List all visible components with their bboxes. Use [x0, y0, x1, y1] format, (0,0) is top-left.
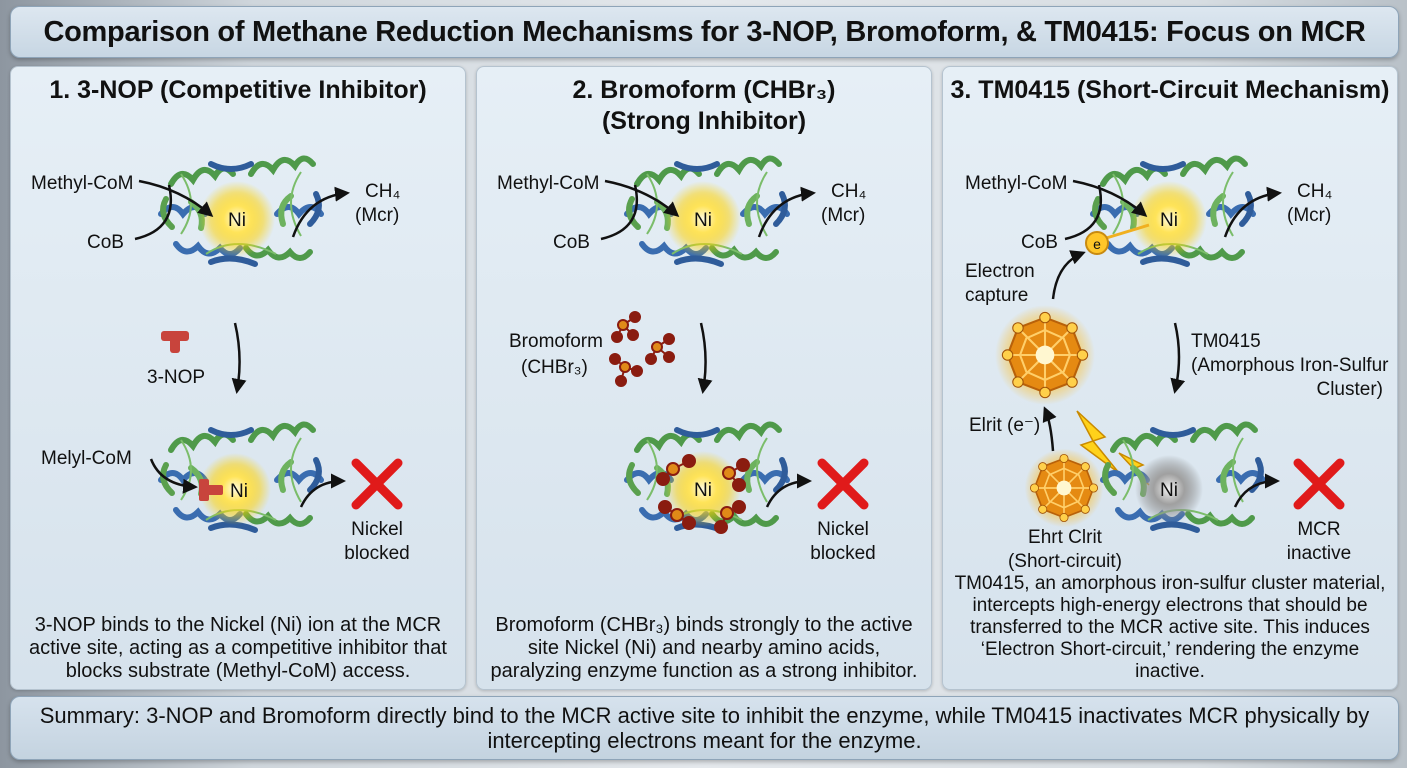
ch4-label: CH₄ [1297, 181, 1332, 202]
bromoform-label-line2: (CHBr₃) [521, 357, 588, 378]
bromoform-label-line1: Bromoform [509, 331, 603, 352]
iron-sulfur-cluster-small [1023, 447, 1105, 529]
product-arrow [291, 186, 350, 238]
cob-label: CoB [1021, 232, 1058, 253]
panel-title: 2. Bromoform (CHBr₃) (Strong Inhibitor) [477, 75, 931, 137]
blocked-label-line2: blocked [344, 543, 410, 564]
inactive-label-line1: MCR [1297, 519, 1340, 540]
ni-inactive-glow [1135, 455, 1203, 523]
ni-label-top: Ni [228, 210, 246, 231]
blocked-arrow [299, 473, 346, 508]
mcr-label: (Mcr) [1287, 205, 1331, 226]
tm-label-line1: TM0415 [1191, 331, 1261, 352]
panel-description: Bromoform (CHBr₃) binds strongly to the … [490, 614, 918, 682]
panel-3nop-diagram: Ni Methyl-CoM CoB CH₄ (Mcr) 3-NOP Ni Mel… [31, 67, 410, 564]
electron-path [1102, 223, 1150, 241]
electron-symbol: e [1093, 236, 1101, 252]
bound-bromoform-icon [656, 454, 750, 534]
panel-title-line1: 2. Bromoform (CHBr₃) [572, 76, 836, 104]
blocked-x-icon [817, 458, 869, 510]
cob-label: CoB [553, 232, 590, 253]
ni-glow-top [1131, 181, 1207, 257]
ni-glow-top [665, 181, 741, 257]
panel-title-line2: (Strong Inhibitor) [601, 107, 807, 135]
tm-label-line2: (Amorphous Iron-Sulfur [1191, 355, 1389, 376]
ni-label-top: Ni [1160, 210, 1178, 231]
bromoform-molecules-icon [609, 311, 675, 387]
ni-glow-bottom [665, 451, 741, 527]
inactive-arrow [1233, 473, 1280, 508]
summary-bar: Summary: 3-NOP and Bromoform directly bi… [10, 696, 1399, 760]
blocked-arrow [765, 473, 812, 508]
methyl-com-arrow [604, 179, 680, 217]
ehrt-clrit-line2: (Short-circuit) [1008, 551, 1122, 572]
electron-capture-line2: capture [965, 285, 1028, 306]
cob-label: CoB [87, 232, 124, 253]
cob-arrow [134, 184, 173, 241]
mcr-label: (Mcr) [821, 205, 865, 226]
panel-bromoform: 2. Bromoform (CHBr₃) (Strong Inhibitor) … [476, 66, 932, 690]
melyl-com-label: Melyl-CoM [41, 448, 132, 469]
panel-3nop: 1. 3-NOP (Competitive Inhibitor) Ni Meth… [10, 66, 466, 690]
tm-label-line3: Cluster) [1316, 379, 1383, 400]
methyl-com-label: Methyl-CoM [497, 173, 599, 194]
ni-glow-bottom [199, 453, 271, 525]
panel-title: 1. 3-NOP (Competitive Inhibitor) [49, 76, 427, 104]
inactive-x-icon [1293, 458, 1345, 510]
cob-arrow [1064, 184, 1103, 241]
electron-capture-line1: Electron [965, 261, 1035, 282]
3nop-bound-icon [199, 479, 223, 501]
3nop-molecule-icon [161, 331, 189, 353]
inactive-label-line2: inactive [1287, 543, 1351, 564]
down-arrow [231, 322, 247, 394]
blocked-label-line2: blocked [810, 543, 876, 564]
blocked-label-line1: Nickel [351, 519, 403, 540]
panel-title: 3. TM0415 (Short-Circuit Mechanism) [950, 76, 1390, 104]
blocked-label-line1: Nickel [817, 519, 869, 540]
blocked-x-icon [351, 458, 403, 510]
product-arrow [757, 186, 816, 238]
ni-label-bottom: Ni [694, 480, 712, 501]
panel-description: TM0415, an amorphous iron-sulfur cluster… [954, 573, 1386, 682]
panel-tm0415: 3. TM0415 (Short-Circuit Mechanism) Ni M… [942, 66, 1398, 690]
panel-tm0415-diagram: Ni Methyl-CoM CoB CH₄ (Mcr) e Electron c… [965, 67, 1389, 572]
down-arrow [697, 322, 713, 394]
3nop-label: 3-NOP [147, 367, 205, 388]
elrit-arrow [1042, 406, 1057, 452]
methyl-com-arrow [1072, 179, 1148, 217]
ch4-label: CH₄ [831, 181, 866, 202]
ch4-label: CH₄ [365, 181, 400, 202]
panel-description: 3-NOP binds to the Nickel (Ni) ion at th… [29, 614, 447, 682]
ni-label-bottom: Ni [230, 481, 248, 502]
methyl-com-arrow [138, 179, 214, 217]
product-arrow [1223, 186, 1282, 238]
ni-label-top: Ni [694, 210, 712, 231]
down-arrow [1170, 322, 1186, 394]
electron-icon [1085, 231, 1109, 255]
iron-sulfur-cluster-large [994, 304, 1096, 406]
melyl-com-arrow [149, 458, 198, 494]
methyl-com-label: Methyl-CoM [31, 173, 133, 194]
page-title: Comparison of Methane Reduction Mechanis… [43, 15, 1366, 48]
electron-capture-arrow [1051, 250, 1086, 300]
ni-label-bottom: Ni [1160, 480, 1178, 501]
ehrt-clrit-line1: Ehrt Clrit [1028, 527, 1103, 548]
panel-bromoform-diagram: Ni Methyl-CoM CoB CH₄ (Mcr) Bromoform (C… [497, 67, 876, 564]
cob-arrow [600, 184, 639, 241]
elrit-label: Elrit (e⁻) [969, 415, 1040, 436]
summary-text: Summary: 3-NOP and Bromoform directly bi… [39, 703, 1370, 753]
methyl-com-label: Methyl-CoM [965, 173, 1067, 194]
title-bar: Comparison of Methane Reduction Mechanis… [10, 6, 1399, 58]
mcr-label: (Mcr) [355, 205, 399, 226]
ni-glow-top [199, 181, 275, 257]
